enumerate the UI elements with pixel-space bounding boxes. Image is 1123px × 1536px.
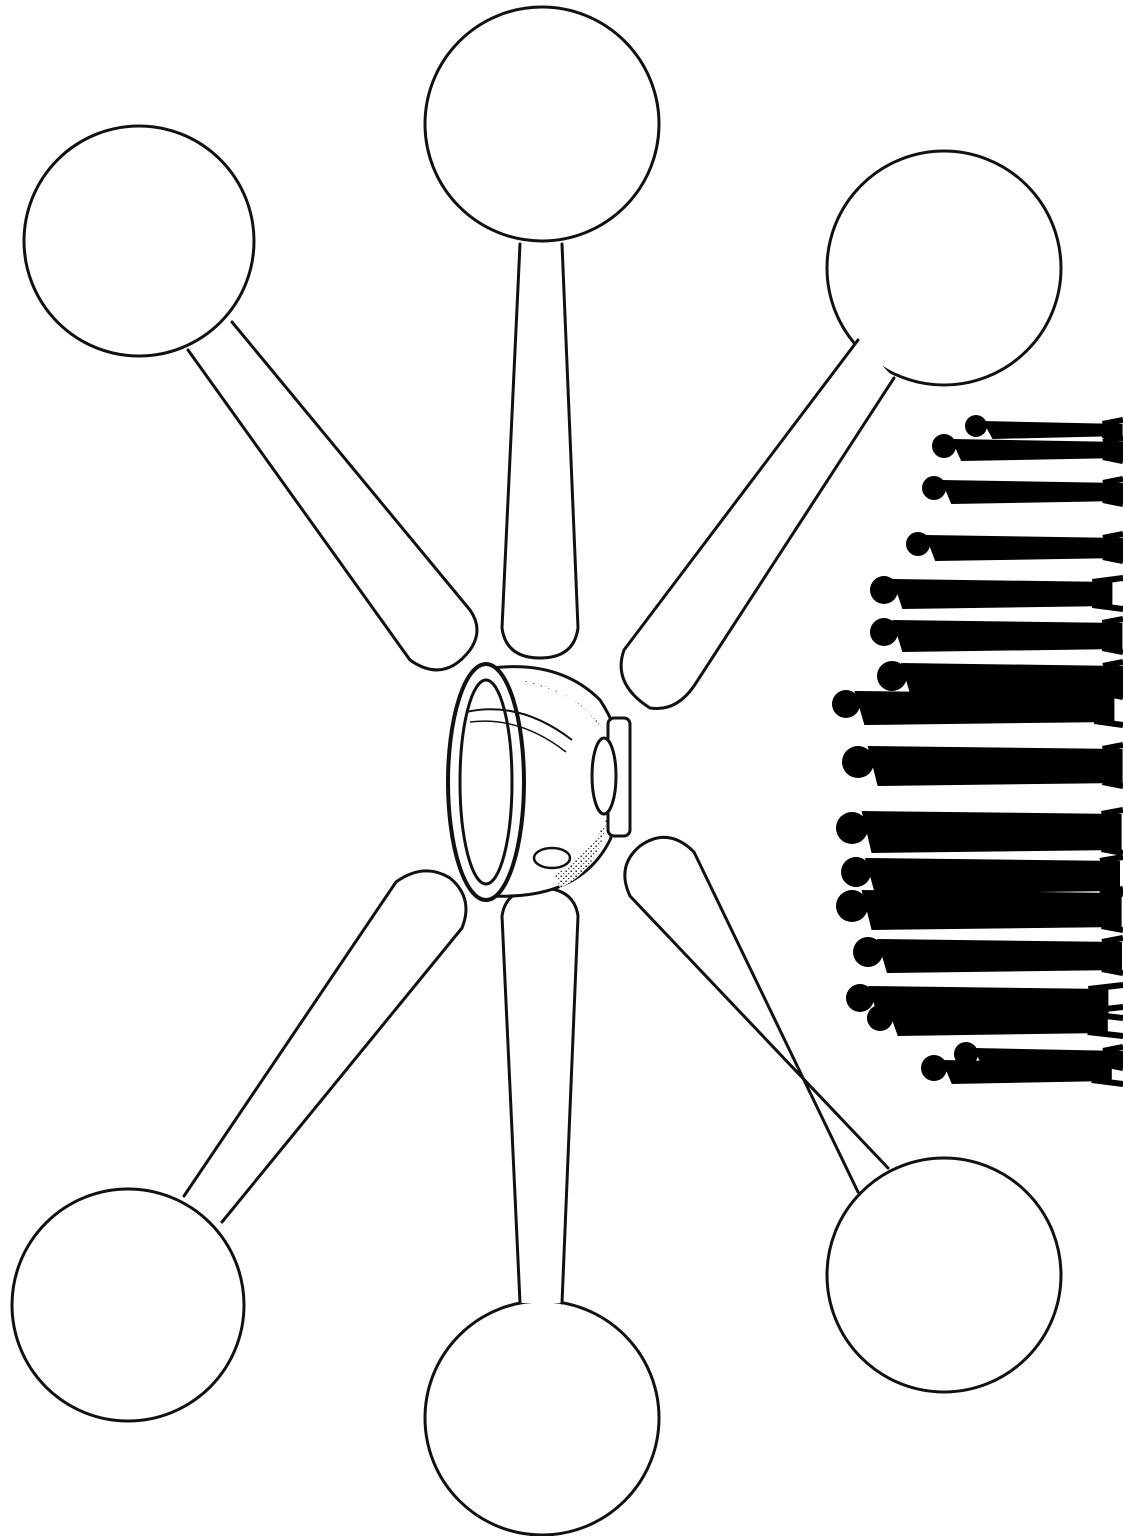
silhouette-body [862,890,1122,930]
silhouette-limb [1088,1032,1123,1036]
silhouette-limb [1103,1064,1123,1068]
silhouette-head [965,415,987,437]
silhouette-body [951,439,1123,461]
silhouette-limb [1103,662,1123,666]
silhouette-body [888,1008,1108,1036]
branch-bubble-top[interactable] [425,7,659,658]
bowl-icon [448,664,630,900]
silhouette-limb [1102,810,1123,814]
crowd-silhouette-icon [832,415,1123,1084]
silhouette-body [865,858,1120,894]
silhouette-limb [1103,557,1123,561]
silhouette-head [954,1042,978,1066]
silhouette-body [925,535,1123,561]
silhouette-limb [1094,690,1123,694]
silhouette-body [877,939,1122,973]
silhouette-body [941,480,1123,504]
silhouette-limb [1102,849,1123,853]
silhouette-limb [1103,745,1123,749]
silhouette-limb [1103,1047,1123,1051]
silhouette-limb [1100,857,1123,861]
branch-bubble-top-left[interactable] [24,126,477,670]
silhouette-limb [1102,969,1123,973]
silhouette-body [862,811,1122,853]
silhouette-limb [1103,479,1123,483]
silhouette-limb [1103,420,1123,424]
silhouette-limb [1092,1080,1123,1084]
silhouette-limb [1092,605,1123,609]
silhouette-limb [1102,926,1123,930]
silhouette-limb [1103,500,1123,504]
silhouette-limb [1088,1007,1123,1011]
silhouette-limb [1103,782,1123,786]
silhouette-limb [1102,648,1123,652]
silhouette-limb [1092,578,1123,582]
silhouette-limb [1103,438,1123,442]
silhouette-limb [1102,619,1123,623]
branch-bubble-bottom[interactable] [425,888,659,1535]
silhouette-limb [1102,938,1123,942]
silhouette-body [854,691,1114,725]
silhouette-body [983,421,1123,439]
silhouette-body [973,1048,1123,1068]
silhouette-limb [1103,534,1123,538]
silhouette-head [932,434,956,458]
branch-bubble-bottom-left[interactable] [12,871,466,1421]
silhouette-head [921,1055,947,1081]
silhouette-limb [1102,889,1123,893]
silhouette-body [892,579,1112,609]
silhouette-limb [1103,457,1123,461]
silhouette-body [901,663,1123,697]
silhouette-limb [1088,985,1123,989]
silhouette-body [892,620,1122,652]
silhouette-head [922,476,946,500]
silhouette-limb [1094,721,1123,725]
silhouette-body [868,746,1123,786]
